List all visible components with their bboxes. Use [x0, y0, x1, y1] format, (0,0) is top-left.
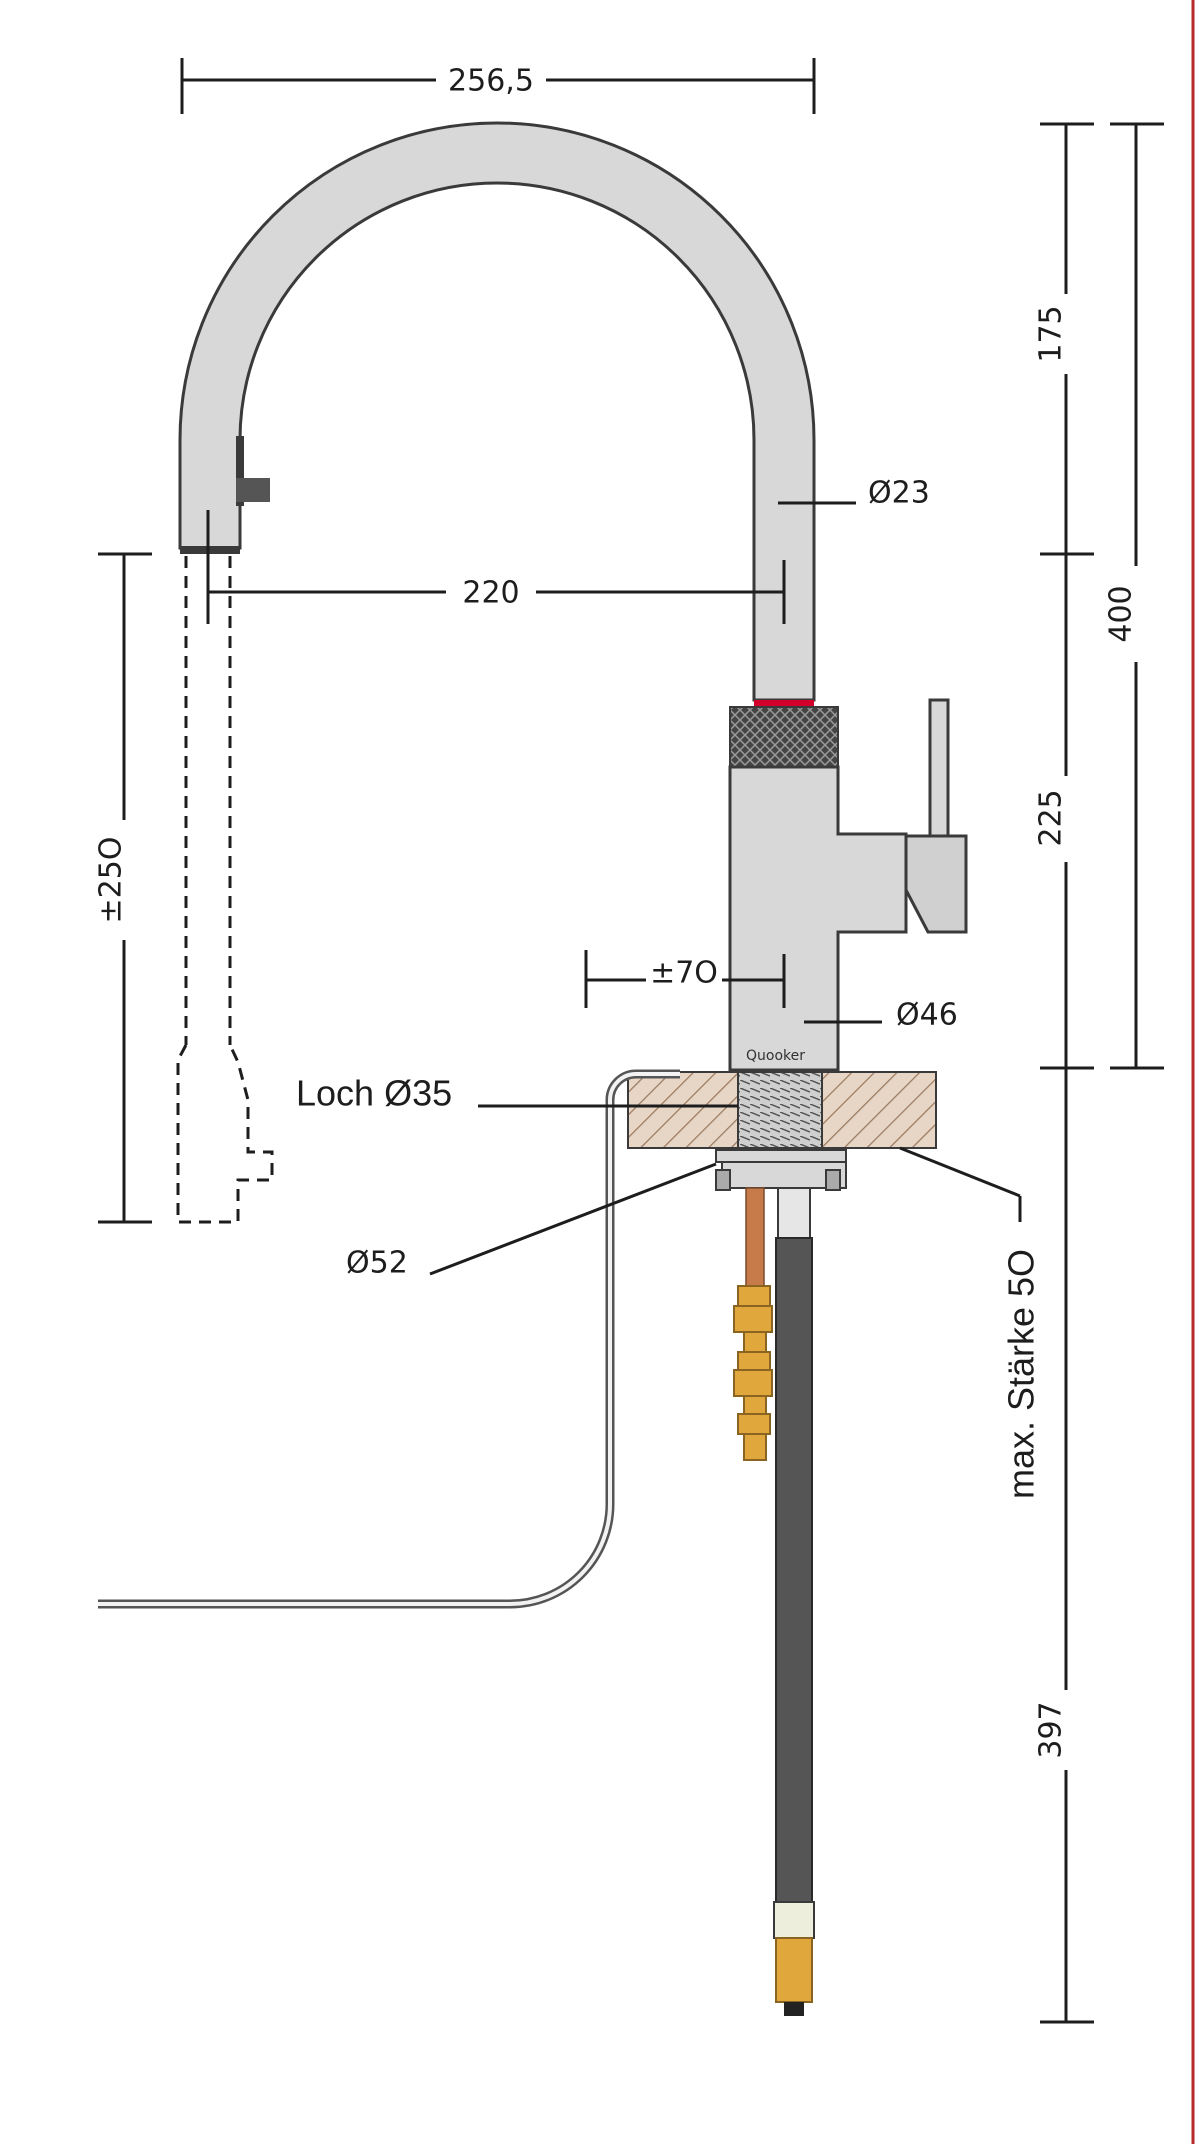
spout — [178, 121, 816, 702]
dim-max-thickness: max. Stärke 5O — [899, 1146, 1042, 1499]
svg-text:400: 400 — [1104, 585, 1139, 642]
dim-hole: Loch Ø35 — [296, 1073, 738, 1114]
svg-text:±25O: ±25O — [94, 837, 129, 924]
hose-end-fitting — [775, 1937, 813, 2003]
nut-bolt-right — [825, 1169, 841, 1191]
hose-end-tip — [784, 2002, 804, 2016]
svg-text:175: 175 — [1034, 305, 1069, 362]
spray-toggle — [236, 436, 244, 506]
black-hose — [775, 1237, 813, 1903]
tap-body — [728, 765, 908, 1072]
svg-text:Ø23: Ø23 — [868, 476, 930, 511]
pullout-hose-dashed — [176, 556, 274, 1224]
threaded-shank — [737, 1071, 823, 1149]
nut-bolt-left — [715, 1169, 731, 1191]
svg-text:220: 220 — [462, 576, 519, 611]
hose-end-ring — [773, 1901, 815, 1939]
handle-base — [904, 834, 968, 934]
countertop-left — [627, 1071, 739, 1149]
flange — [715, 1149, 847, 1163]
countertop-right — [821, 1071, 937, 1149]
hose-top-collar — [777, 1187, 811, 1239]
svg-text:225: 225 — [1034, 789, 1069, 846]
dim-heights: 175 225 397 — [1034, 122, 1094, 2024]
spout-outlet — [180, 546, 240, 554]
dim-swivel: ±7O — [584, 950, 786, 1008]
dim-spout-diameter: Ø23 — [778, 476, 930, 511]
dim-height-total: 400 — [1104, 122, 1164, 1070]
dim-pullout: ±25O — [94, 552, 152, 1224]
svg-text:Loch Ø35: Loch Ø35 — [296, 1073, 452, 1114]
svg-text:max. Stärke 5O: max. Stärke 5O — [1001, 1249, 1042, 1499]
supply-tube-inner — [98, 1072, 680, 1606]
svg-text:Ø46: Ø46 — [896, 998, 958, 1033]
svg-text:Ø52: Ø52 — [346, 1246, 408, 1281]
brand-label: Quooker — [746, 1048, 805, 1064]
handle-lever — [928, 698, 950, 838]
brass-fittings — [733, 1285, 773, 1461]
spray-toggle-tip — [236, 478, 270, 502]
svg-text:±7O: ±7O — [650, 956, 718, 991]
svg-text:397: 397 — [1034, 1701, 1069, 1758]
supply-tube — [98, 1069, 680, 1609]
dim-width-top: 256,5 — [180, 58, 816, 114]
copper-pipe — [745, 1187, 765, 1289]
knurled-collar — [729, 706, 839, 768]
dim-reach: 220 — [206, 510, 786, 624]
red-ring — [754, 700, 814, 707]
dim-flange-diameter: Ø52 — [346, 1162, 717, 1281]
dim-body-diameter: Ø46 — [804, 998, 958, 1033]
svg-text:256,5: 256,5 — [448, 64, 534, 99]
